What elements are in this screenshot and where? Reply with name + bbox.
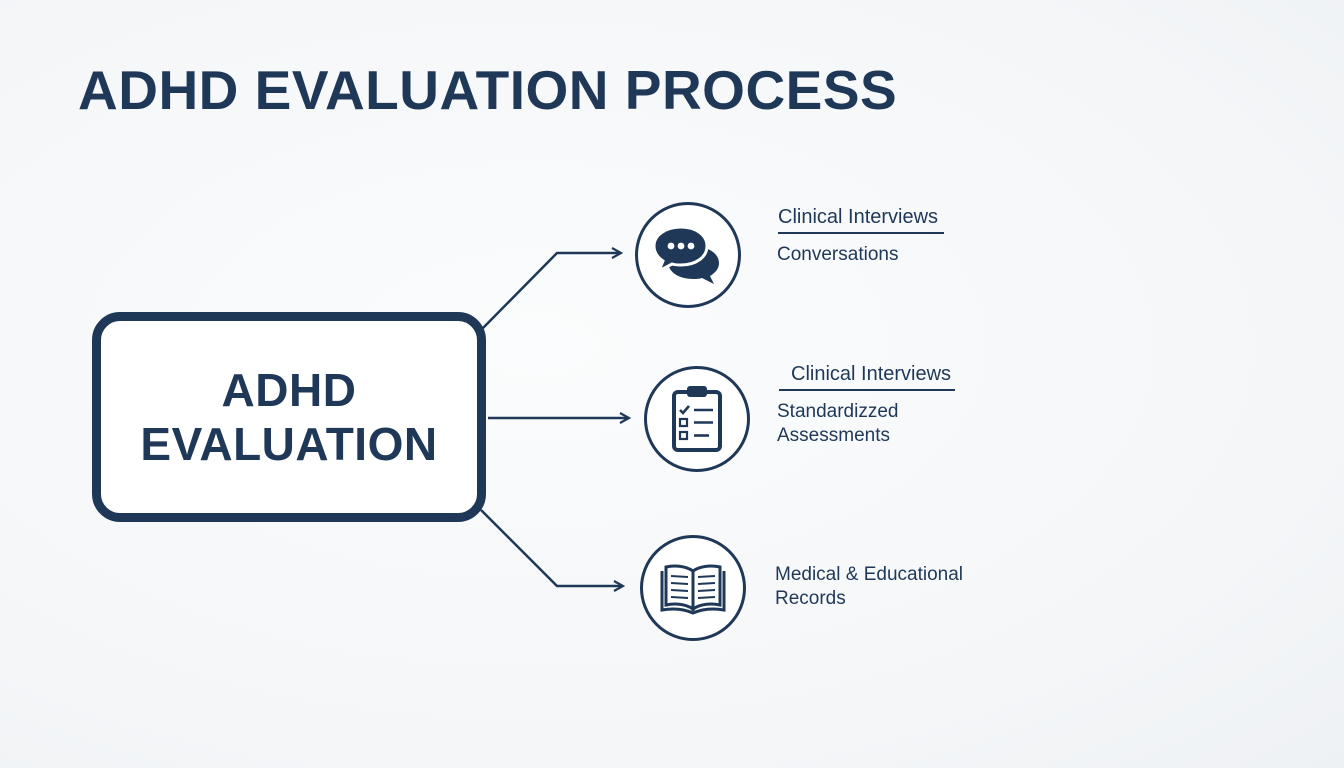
speech-bubbles-icon [652, 225, 719, 284]
branch-3-text-line-1: Medical & Educational [775, 564, 963, 585]
connector-arrow-top [482, 253, 620, 329]
central-node: ADHD EVALUATION [92, 312, 486, 522]
branch-3-text-line-2: Records [775, 588, 846, 609]
branch-2-text: Standardizzed Assessments [777, 400, 898, 448]
branch-1-heading: Clinical Interviews [778, 206, 945, 234]
branch-3-text: Medical & Educational Records [775, 563, 963, 611]
branch-1-text: Conversations [777, 243, 898, 267]
branch-2-heading: Clinical Interviews [779, 363, 956, 391]
branch-2-icon-circle [644, 366, 750, 472]
clipboard-checklist-icon [672, 386, 722, 452]
branch-3-icon-circle [640, 535, 746, 641]
branch-2-text-line-2: Assessments [777, 425, 890, 446]
branch-2-text-line-1: Standardizzed [777, 401, 899, 422]
page-title: ADHD EVALUATION PROCESS [78, 59, 898, 121]
connector-arrow-bottom [480, 509, 622, 586]
open-book-icon [660, 564, 726, 615]
branch-1-text-line-1: Conversations [777, 244, 899, 265]
central-node-line-2: EVALUATION [140, 418, 438, 470]
central-node-line-1: ADHD [221, 364, 357, 416]
branch-1-icon-circle [635, 202, 741, 308]
